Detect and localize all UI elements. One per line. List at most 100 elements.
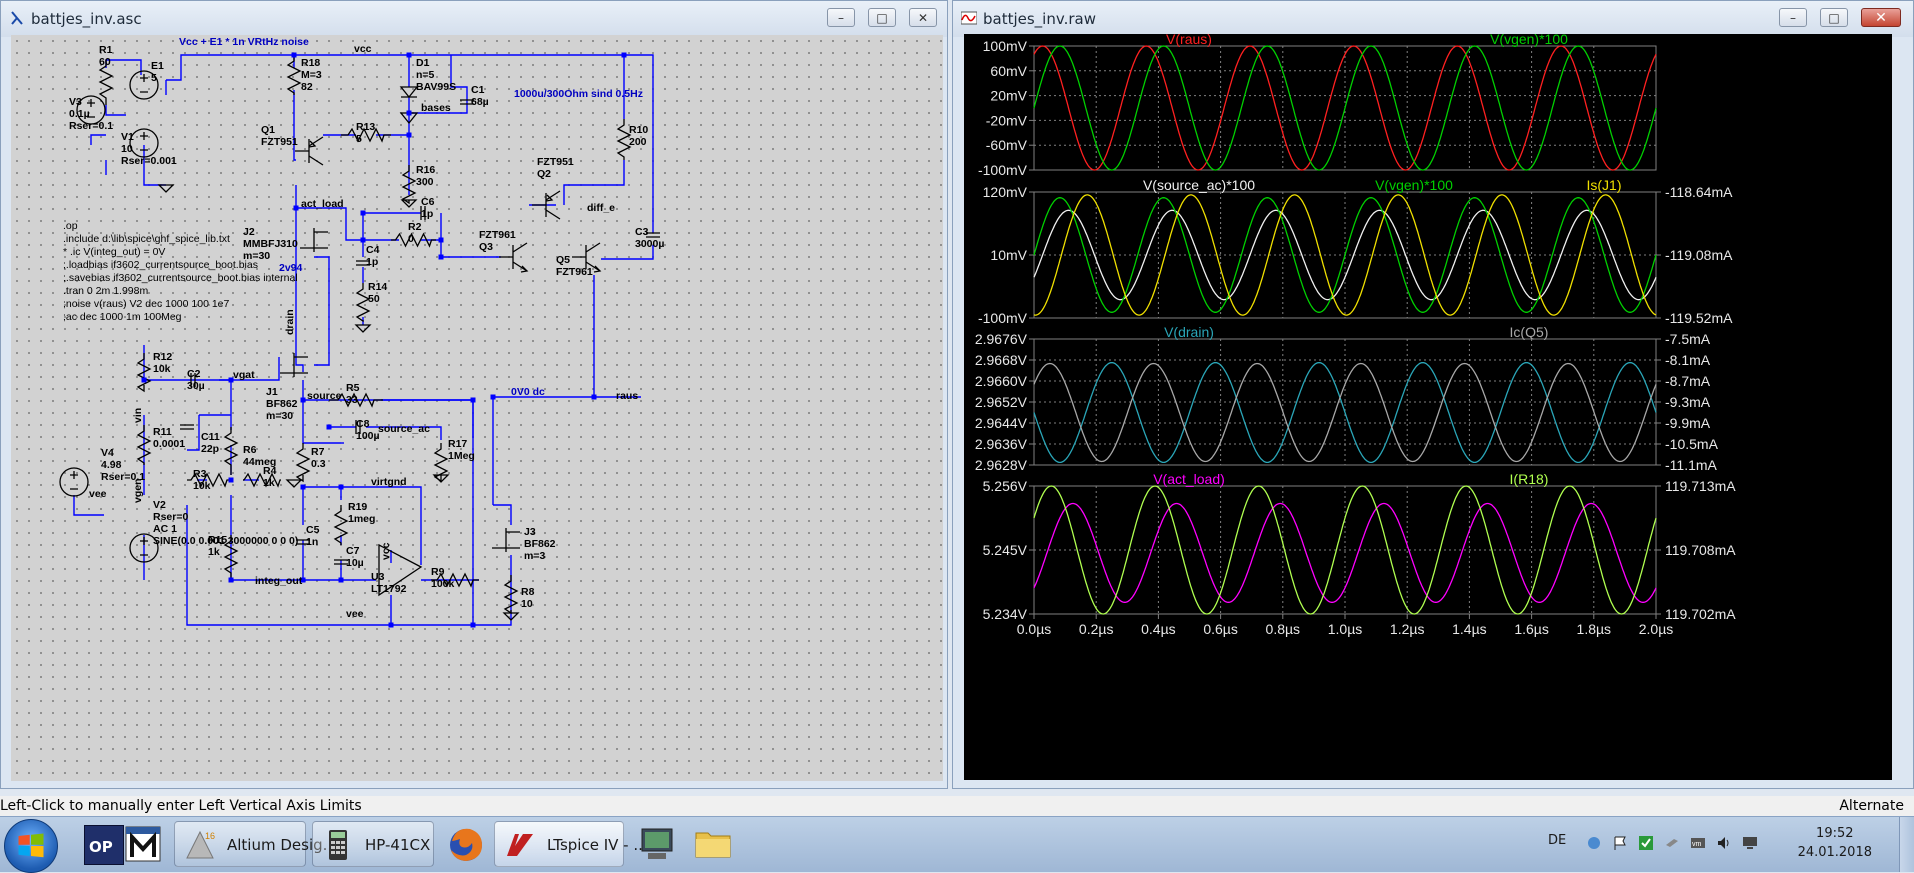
spice-directive: .include d:\lib\spice\ghf_spice_lib.txt (63, 233, 230, 245)
noise-comment: Vcc + E1 * 1n VRtHz noise (179, 36, 309, 48)
net-label-vee-bottom: vee (346, 608, 364, 620)
schematic-close-button[interactable]: ✕ (909, 8, 937, 27)
display-tray-icon[interactable] (1742, 835, 1758, 851)
x-tick-label: 1.4µs (1452, 621, 1487, 637)
spice-directive: ;.loadbias if3602_currentsource_boot.bia… (63, 259, 258, 271)
dxo-optics-taskbar-icon[interactable]: OP (84, 825, 124, 865)
transistor-arrow (545, 194, 554, 202)
altium-icon: 16 (186, 830, 215, 859)
vm-tray-icon[interactable]: vm (1690, 835, 1706, 851)
component-label-v2: SINE(0.0 0.001 3000000 0 0 0) (153, 535, 298, 547)
schematic-minimize-button[interactable]: – (827, 8, 855, 27)
schematic-titlebar[interactable]: battjes_inv.asc – □ ✕ (1, 1, 947, 37)
capacitor-symbol (355, 420, 361, 434)
m-app-taskbar-icon[interactable] (124, 825, 162, 863)
time-constant-comment: 1000u/300Ohm sind 0.5Hz (514, 88, 643, 100)
volume-tray-icon[interactable] (1716, 835, 1732, 851)
component-label-r4: 1k (263, 477, 275, 489)
net-label-vgat: vgat (233, 369, 255, 381)
trace-v-source-ac-100[interactable] (1033, 209, 1657, 301)
component-label-v3: Rser=0.1 (69, 120, 113, 132)
y-tick-label-right: 119.708mA (1665, 542, 1736, 558)
flag-tray-icon[interactable] (1612, 835, 1628, 851)
component-label-c2: 30µ (187, 380, 205, 392)
wire (303, 486, 422, 565)
taskbar-app-ltspice[interactable]: LTspice IV - ... (494, 821, 648, 867)
start-button[interactable] (4, 819, 58, 873)
component-label-q5: Q5 (556, 254, 570, 266)
trace-i-r18-[interactable] (1033, 485, 1657, 615)
folder-icon (695, 832, 731, 858)
check-tray-icon[interactable] (1638, 835, 1654, 851)
ground-symbol (354, 324, 372, 333)
capacitor-symbol (190, 373, 196, 387)
calculator-icon (329, 830, 347, 860)
y-tick-label-left: 2.9668V (975, 352, 1028, 368)
y-tick-label-left: 2.9628V (975, 457, 1028, 473)
status-mode: Alternate (1839, 798, 1904, 814)
y-tick-label-left: 2.9652V (975, 394, 1028, 410)
remote-desktop-taskbar-icon[interactable] (636, 823, 678, 865)
taskbar-app-hp41cx[interactable]: HP-41CX (312, 821, 434, 867)
component-label-r15: 1k (208, 546, 220, 558)
y-tick-label-left: -60mV (986, 137, 1028, 153)
component-label-r5: R5 (346, 382, 360, 394)
y-tick-label-left: -100mV (978, 162, 1028, 178)
jfet-symbol (280, 353, 308, 377)
y-tick-label-left: 120mV (983, 184, 1028, 200)
component-label-v3: 0.1µ (69, 108, 90, 120)
resistor-symbol (401, 165, 417, 205)
waveform-maximize-button[interactable]: □ (1820, 8, 1848, 27)
component-label-q2: FZT951 (537, 156, 574, 168)
clock-date: 24.01.2018 (1797, 845, 1872, 860)
resistor-symbol (391, 232, 436, 248)
taskbar-app-altium[interactable]: 16 Altium Desig... (174, 821, 337, 867)
svg-text:16: 16 (205, 831, 215, 841)
component-label-c5: C5 (306, 524, 320, 536)
trace-v-raus-[interactable] (1033, 45, 1657, 171)
schematic-maximize-button[interactable]: □ (868, 8, 896, 27)
trace-v-vgen-100[interactable] (1033, 45, 1657, 171)
transistor-arrow (520, 265, 529, 273)
x-tick-label: 1.6µs (1514, 621, 1549, 637)
wire (362, 213, 399, 241)
trace-is-j1-[interactable] (1033, 194, 1657, 316)
component-label-q1: Q1 (261, 124, 275, 136)
resistor-symbol (503, 575, 519, 615)
component-label-d1: D1 (416, 57, 430, 69)
wire (296, 207, 363, 241)
waveform-close-button[interactable]: ✕ (1861, 8, 1901, 27)
system-clock[interactable]: 19:52 24.01.2018 (1798, 824, 1872, 862)
junction-dot (406, 52, 412, 58)
net-label-act-load: act_load (301, 198, 344, 210)
waveform-minimize-button[interactable]: – (1779, 8, 1807, 27)
y-tick-label-left: 100mV (983, 38, 1028, 54)
usb-tray-icon[interactable] (1664, 835, 1680, 851)
y-tick-label-right: -10.5mA (1665, 436, 1719, 452)
wire (166, 54, 654, 210)
component-label-j1: m=30 (266, 410, 293, 422)
y-tick-label-right: -119.52mA (1665, 310, 1733, 326)
trace-v-drain-[interactable] (1033, 361, 1657, 464)
waveform-titlebar[interactable]: battjes_inv.raw – □ ✕ (953, 1, 1913, 37)
x-tick-label: 1.8µs (1577, 621, 1612, 637)
transistor-arrow (593, 265, 602, 273)
status-bar: Left-Click to manually enter Left Vertic… (0, 796, 1914, 816)
firefox-taskbar-icon[interactable] (444, 823, 488, 867)
trace-v-act-load-[interactable] (1033, 502, 1657, 603)
show-desktop-button[interactable] (1899, 817, 1914, 872)
component-label-q1: FZT951 (261, 136, 298, 148)
explorer-taskbar-icon[interactable] (692, 823, 734, 865)
ground-symbol (157, 184, 175, 193)
input-language[interactable]: DE (1548, 833, 1567, 848)
trace-ic-q5-[interactable] (1033, 362, 1657, 463)
schematic-window-title: battjes_inv.asc (31, 10, 142, 28)
waveform-chart[interactable]: 100mV60mV20mV-20mV-60mV-100mVV(raus)V(vg… (964, 34, 1892, 780)
taskbar: OP 16 Altium Desig... HP-41CX LTspice IV… (0, 816, 1914, 873)
trace-v-vgen-100[interactable] (1033, 197, 1657, 313)
network-tray-icon[interactable] (1586, 835, 1602, 851)
